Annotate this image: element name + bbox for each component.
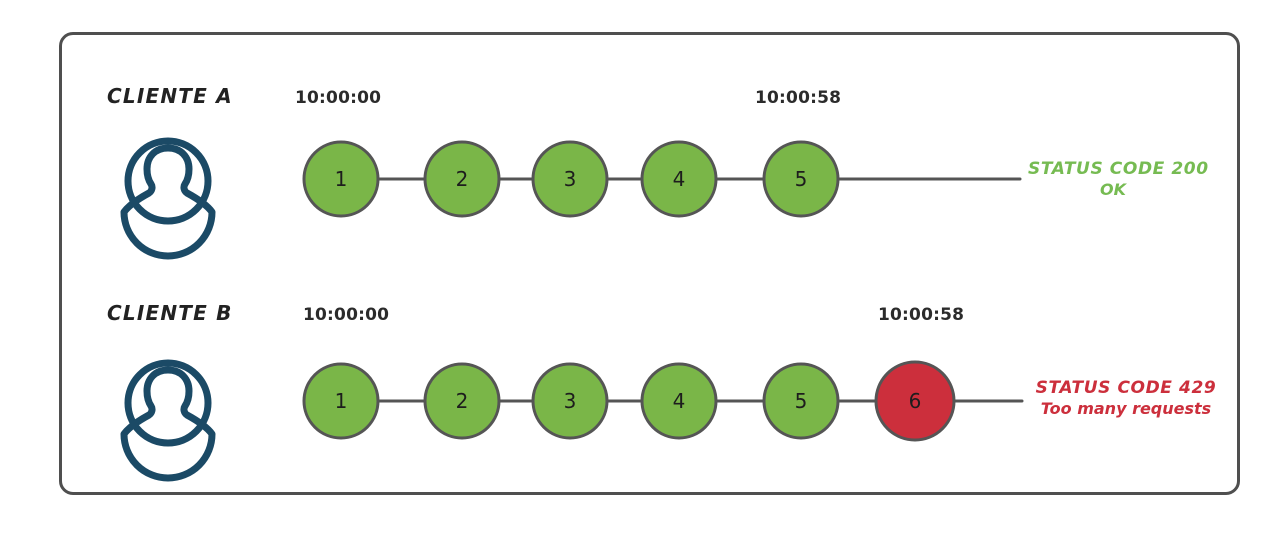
row-b-start-time: 10:00:00 — [303, 305, 390, 325]
row-b-end-time: 10:00:58 — [878, 305, 965, 325]
status-code-text: STATUS CODE 200 — [1028, 159, 1209, 179]
status-code-text: STATUS CODE 429 — [1035, 378, 1217, 398]
client-a-label: CLIENTE A — [107, 84, 233, 108]
row-b-status: STATUS CODE 429 Too many requests — [1028, 378, 1224, 418]
row-a-status: STATUS CODE 200 OK — [1028, 159, 1209, 199]
status-message-text: OK — [1100, 180, 1126, 199]
client-b-label: CLIENTE B — [107, 301, 233, 325]
row-a-end-time: 10:00:58 — [755, 88, 842, 108]
row-a-start-time: 10:00:00 — [295, 88, 382, 108]
status-message-text: Too many requests — [1040, 399, 1212, 418]
diagram-panel — [59, 32, 1240, 495]
